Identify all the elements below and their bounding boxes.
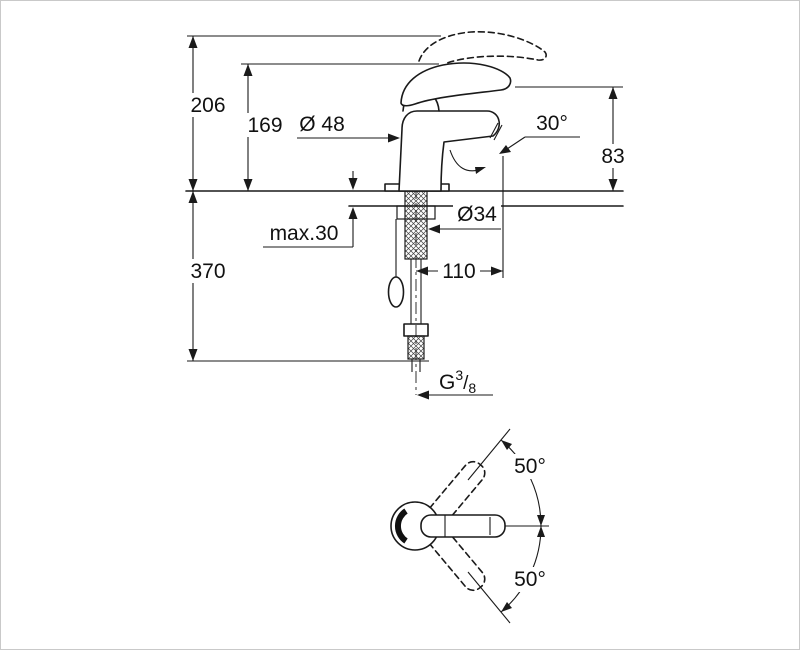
thread-numerator: 3 bbox=[455, 367, 463, 383]
thread-slash: / bbox=[463, 373, 469, 394]
arrowhead bbox=[188, 179, 198, 191]
arrowhead bbox=[501, 602, 512, 612]
dim-label-hole-diameter: Ø34 bbox=[457, 203, 497, 226]
arrowhead bbox=[188, 36, 198, 48]
label-mask bbox=[510, 454, 550, 479]
swing-angle-line-up bbox=[467, 428, 511, 481]
side-view: 206 169 Ø 48 30° bbox=[185, 30, 630, 400]
dim-spout-projection: 110 bbox=[416, 156, 504, 283]
label-mask bbox=[186, 259, 230, 283]
label-mask bbox=[243, 113, 287, 137]
arrowhead bbox=[388, 133, 400, 143]
thread-denominator: 8 bbox=[468, 380, 476, 396]
arrowhead bbox=[608, 179, 618, 191]
arrowhead bbox=[537, 515, 545, 526]
dim-body-height: 169 bbox=[241, 63, 439, 191]
label-mask bbox=[453, 201, 501, 227]
dim-label-swing-down: 50° bbox=[514, 568, 546, 591]
arrowhead bbox=[243, 179, 253, 191]
dim-supply-length: 370 bbox=[186, 191, 429, 362]
arrowhead bbox=[608, 87, 618, 99]
pull-rod-knob bbox=[387, 276, 405, 308]
label-mask bbox=[510, 567, 550, 592]
arrowhead bbox=[501, 440, 512, 450]
dim-thread-size: G3/8 bbox=[417, 367, 493, 400]
dim-label-body-height: 169 bbox=[247, 114, 282, 137]
dim-label-spout-projection: 110 bbox=[442, 260, 475, 283]
arrowhead bbox=[499, 145, 511, 154]
label-mask bbox=[438, 259, 480, 283]
thread-size-label: G3/8 bbox=[439, 367, 476, 396]
swing-arc-up bbox=[500, 439, 542, 527]
lever-handle-raised-dashed bbox=[418, 30, 547, 64]
arrowhead bbox=[188, 349, 198, 361]
dim-label-swing-up: 50° bbox=[514, 455, 546, 478]
arrowhead bbox=[475, 167, 486, 174]
dim-label-max-thickness: max.30 bbox=[270, 222, 339, 245]
dim-label-supply-length: 370 bbox=[190, 260, 225, 283]
dim-spout-height: 83 bbox=[515, 86, 630, 191]
label-mask bbox=[596, 144, 630, 168]
arrowhead bbox=[348, 207, 358, 219]
body-detail-crescent bbox=[395, 508, 408, 544]
dim-aerator-angle: 30° bbox=[449, 112, 580, 174]
dim-body-diameter: Ø 48 bbox=[297, 113, 400, 143]
dim-total-height: 206 bbox=[186, 35, 441, 191]
dim-label-total-height: 206 bbox=[190, 94, 225, 117]
swing-angle-line-down bbox=[467, 571, 511, 624]
thread-letter: G bbox=[439, 371, 455, 394]
dim-label-body-diameter: Ø 48 bbox=[299, 113, 345, 136]
threaded-shank bbox=[404, 190, 428, 260]
lever-handle bbox=[400, 62, 512, 107]
faucet-body-outline bbox=[398, 110, 501, 192]
arrowhead bbox=[243, 64, 253, 76]
lever-top-view bbox=[420, 514, 506, 538]
arrowhead bbox=[348, 178, 358, 190]
arrowhead bbox=[416, 266, 428, 276]
dim-max-mounting-thickness: max.30 bbox=[263, 171, 358, 248]
arrowhead bbox=[188, 191, 198, 203]
plan-view: 50° 50° bbox=[390, 428, 550, 624]
label-mask bbox=[186, 93, 230, 117]
dim-label-aerator-angle: 30° bbox=[536, 112, 568, 135]
dim-hole-diameter: Ø34 bbox=[428, 201, 501, 234]
arrowhead bbox=[491, 266, 503, 276]
arrowhead bbox=[428, 224, 440, 234]
arrowhead bbox=[417, 390, 429, 400]
aerator-line bbox=[489, 122, 499, 139]
dim-label-spout-height: 83 bbox=[601, 145, 624, 168]
aerator-line bbox=[493, 124, 503, 141]
arrowhead bbox=[537, 526, 545, 537]
